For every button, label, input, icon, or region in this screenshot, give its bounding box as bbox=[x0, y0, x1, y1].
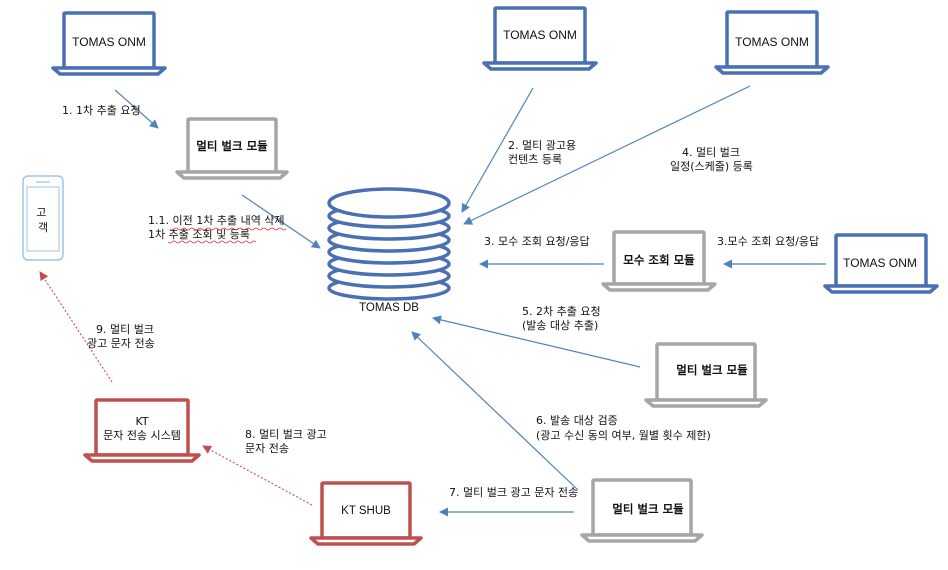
arrow-5 bbox=[432, 315, 641, 368]
step-3-right-label: 3.모수 조회 요청/응답 bbox=[717, 235, 819, 248]
arrow-1-1 bbox=[241, 194, 321, 249]
bulk-module-label: 멀티 벌크 모듈 bbox=[612, 502, 684, 516]
step-2-label-line1: 2. 멀티 광고용 bbox=[508, 139, 576, 152]
step-8-label-line2: 문자 전송 bbox=[245, 442, 289, 455]
tomas-onm-laptop-top-mid: TOMAS ONM bbox=[482, 6, 598, 71]
bulk-module-laptop-right: 멀티 벌크 모듈 bbox=[644, 342, 768, 408]
tomas-onm-laptop-top-left: TOMAS ONM bbox=[51, 11, 167, 76]
step-6-label-line1: 6. 발송 대상 검증 bbox=[536, 414, 618, 427]
kt-shub-laptop: KT SHUB bbox=[309, 481, 423, 546]
customer-label: 고 객 bbox=[36, 206, 50, 234]
arrow-9 bbox=[39, 271, 113, 383]
step-3-left-label: 3. 모수 조회 요청/응답 bbox=[484, 235, 590, 248]
step-4-label-line2: 일정(스케줄) 등록 bbox=[670, 159, 753, 173]
step-1-label: 1. 1차 추출 요청 bbox=[62, 104, 141, 117]
step-1-1-label-line2: 1차 추출 조회 및 등록 bbox=[148, 228, 250, 241]
customer-phone: 고 객 bbox=[22, 175, 64, 261]
tomas-onm-laptop-top-right: TOMAS ONM bbox=[714, 10, 830, 75]
database-icon: TOMAS DB bbox=[327, 187, 451, 314]
tomas-onm-label: TOMAS ONM bbox=[503, 28, 577, 42]
step-9-label-line1: 9. 멀티 벌크 bbox=[96, 323, 154, 336]
tomas-onm-label: TOMAS ONM bbox=[843, 256, 917, 270]
step-labels: 1. 1차 추출 요청 1.1. 이전 1차 추출 내역 삭제 1차 추출 조회… bbox=[62, 104, 819, 499]
spellcheck-underline bbox=[169, 227, 287, 231]
tomas-onm-label: TOMAS ONM bbox=[72, 35, 146, 49]
arrow-1 bbox=[114, 89, 159, 129]
step-6-label-line2: (광고 수신 동의 여부, 월별 횟수 제한) bbox=[536, 429, 711, 442]
bulk-module-label: 멀티 벌크 모듈 bbox=[196, 139, 268, 153]
step-1-1-label-line1: 1.1. 이전 1차 추출 내역 삭제 bbox=[148, 214, 285, 227]
tomas-onm-label: TOMAS ONM bbox=[735, 35, 809, 49]
bulk-module-laptop-top: 멀티 벌크 모듈 bbox=[175, 117, 289, 180]
tomas-onm-laptop-right: TOMAS ONM bbox=[823, 233, 939, 294]
customer-label-char: 객 bbox=[38, 221, 48, 234]
mosu-module-label: 모수 조회 모듈 bbox=[623, 253, 695, 267]
kt-shub-label: KT SHUB bbox=[341, 505, 391, 517]
mosu-module-laptop: 모수 조회 모듈 bbox=[601, 230, 717, 292]
kt-system-laptop: KT 문자 전송 시스템 bbox=[83, 398, 201, 463]
bulk-module-laptop-bottom: 멀티 벌크 모듈 bbox=[580, 478, 704, 543]
step-2-label-line2: 컨텐츠 등록 bbox=[508, 153, 562, 166]
kt-system-label-line1: KT bbox=[135, 415, 148, 428]
step-7-label: 7. 멀티 벌크 광고 문자 전송 bbox=[449, 486, 578, 499]
customer-label-char: 고 bbox=[36, 206, 46, 219]
db-label: TOMAS DB bbox=[359, 302, 419, 314]
step-8-label-line1: 8. 멀티 벌크 광고 bbox=[245, 428, 327, 441]
bulk-module-label: 멀티 벌크 모듈 bbox=[676, 363, 748, 377]
arrow-6 bbox=[411, 331, 579, 491]
arrow-4 bbox=[463, 85, 751, 225]
step-4-label-line1: 4. 멀티 벌크 bbox=[682, 146, 740, 159]
step-5-label-line2: (발송 대상 추출) bbox=[522, 319, 598, 332]
step-5-label-line1: 5. 2차 추출 요청 bbox=[522, 305, 601, 318]
arrow-2 bbox=[461, 87, 534, 213]
spellcheck-underline bbox=[167, 240, 257, 244]
kt-system-label-line2: 문자 전송 시스템 bbox=[103, 429, 181, 442]
arrows bbox=[39, 85, 826, 517]
arrow-8 bbox=[202, 445, 313, 506]
step-9-label-line2: 광고 문자 전송 bbox=[87, 337, 155, 350]
